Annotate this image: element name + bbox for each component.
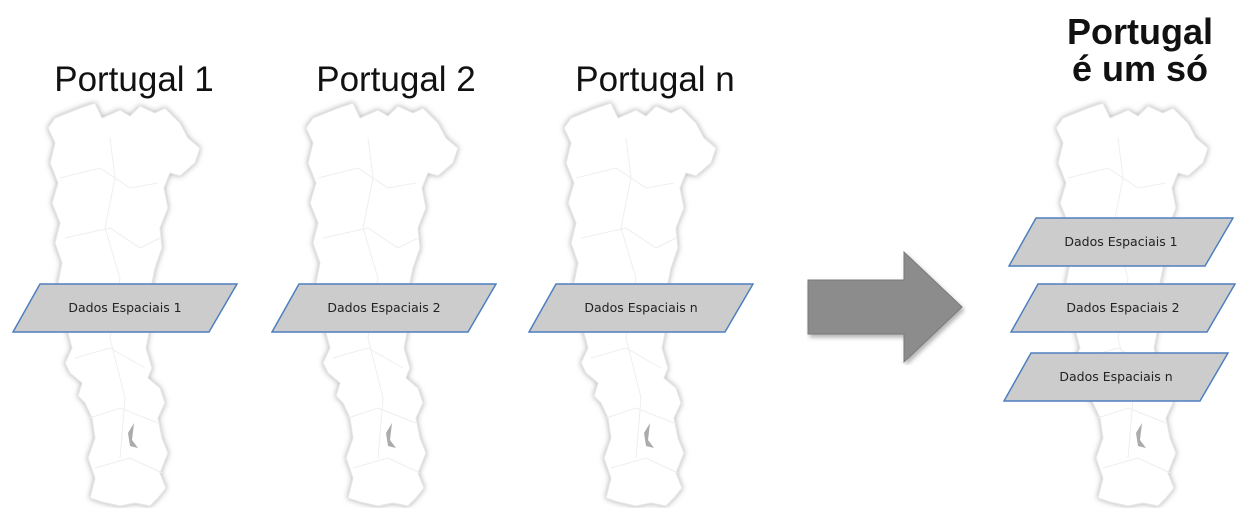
title-portugal-e-um-so: Portugal é um só <box>1040 11 1240 89</box>
layer-parallelogram <box>528 283 754 333</box>
layer-dados-espaciais-1: Dados Espaciais 1 <box>12 283 238 333</box>
final-layer-dados-espaciais-n: Dados Espaciais n <box>1003 352 1229 402</box>
title-portugal-2: Portugal 2 <box>316 60 476 99</box>
layer-dados-espaciais-n: Dados Espaciais n <box>528 283 754 333</box>
layer-label: Dados Espaciais n <box>1059 369 1173 384</box>
layer-parallelogram <box>12 283 238 333</box>
layer-label: Dados Espaciais 2 <box>327 300 441 315</box>
layer-parallelogram <box>271 283 497 333</box>
final-layer-dados-espaciais-2: Dados Espaciais 2 <box>1010 283 1236 333</box>
right-arrow-icon <box>807 250 963 364</box>
layer-label: Dados Espaciais 2 <box>1066 300 1180 315</box>
final-layer-dados-espaciais-1: Dados Espaciais 1 <box>1008 217 1234 267</box>
layer-parallelogram <box>1008 217 1234 267</box>
title-final-line-1: Portugal <box>1066 11 1213 52</box>
layer-dados-espaciais-2: Dados Espaciais 2 <box>271 283 497 333</box>
layer-label: Dados Espaciais n <box>584 300 698 315</box>
title-final-line-2: é um só <box>1071 47 1209 89</box>
layer-parallelogram <box>1003 352 1229 402</box>
title-portugal-n: Portugal n <box>575 60 735 99</box>
layer-parallelogram <box>1010 283 1236 333</box>
layer-label: Dados Espaciais 1 <box>1064 234 1178 249</box>
title-portugal-1: Portugal 1 <box>54 60 214 99</box>
layer-label: Dados Espaciais 1 <box>68 300 182 315</box>
